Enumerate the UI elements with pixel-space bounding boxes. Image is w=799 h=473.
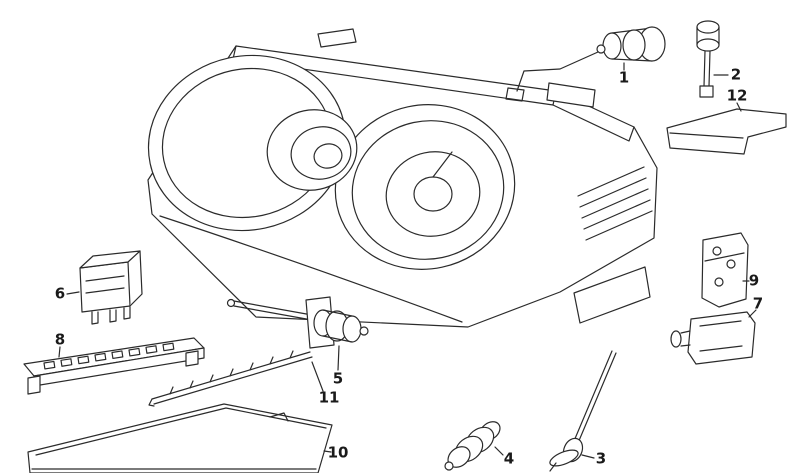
part-callout-9: 9 xyxy=(748,271,760,290)
part-callout-4: 4 xyxy=(503,449,515,468)
part-11-rail xyxy=(148,350,324,407)
part-callout-12: 12 xyxy=(726,86,748,105)
part-callout-8: 8 xyxy=(54,330,66,349)
part-callout-5: 5 xyxy=(332,369,344,388)
blower-right xyxy=(334,104,516,270)
part-callout-11: 11 xyxy=(318,388,340,407)
part-12-bracket xyxy=(666,102,787,155)
part-callout-2: 2 xyxy=(730,65,742,84)
part-6-relay xyxy=(66,250,143,325)
part-callout-10: 10 xyxy=(327,443,349,462)
part-callout-6: 6 xyxy=(54,284,66,303)
part-callout-7: 7 xyxy=(752,294,764,313)
part-8-slotted-rail xyxy=(23,337,205,395)
part-7-switch xyxy=(670,309,757,365)
part-callout-3: 3 xyxy=(595,449,607,468)
part-4-valve xyxy=(444,421,504,471)
part-9-bracket xyxy=(701,232,750,308)
part-2-switch xyxy=(696,20,729,98)
part-5-valve xyxy=(226,296,369,371)
part-1-vacuum-actuator xyxy=(516,26,666,92)
part-callout-1: 1 xyxy=(618,68,630,87)
part-3-sensor xyxy=(549,350,617,472)
blower-left xyxy=(147,54,358,232)
part-10-panel xyxy=(27,403,333,473)
